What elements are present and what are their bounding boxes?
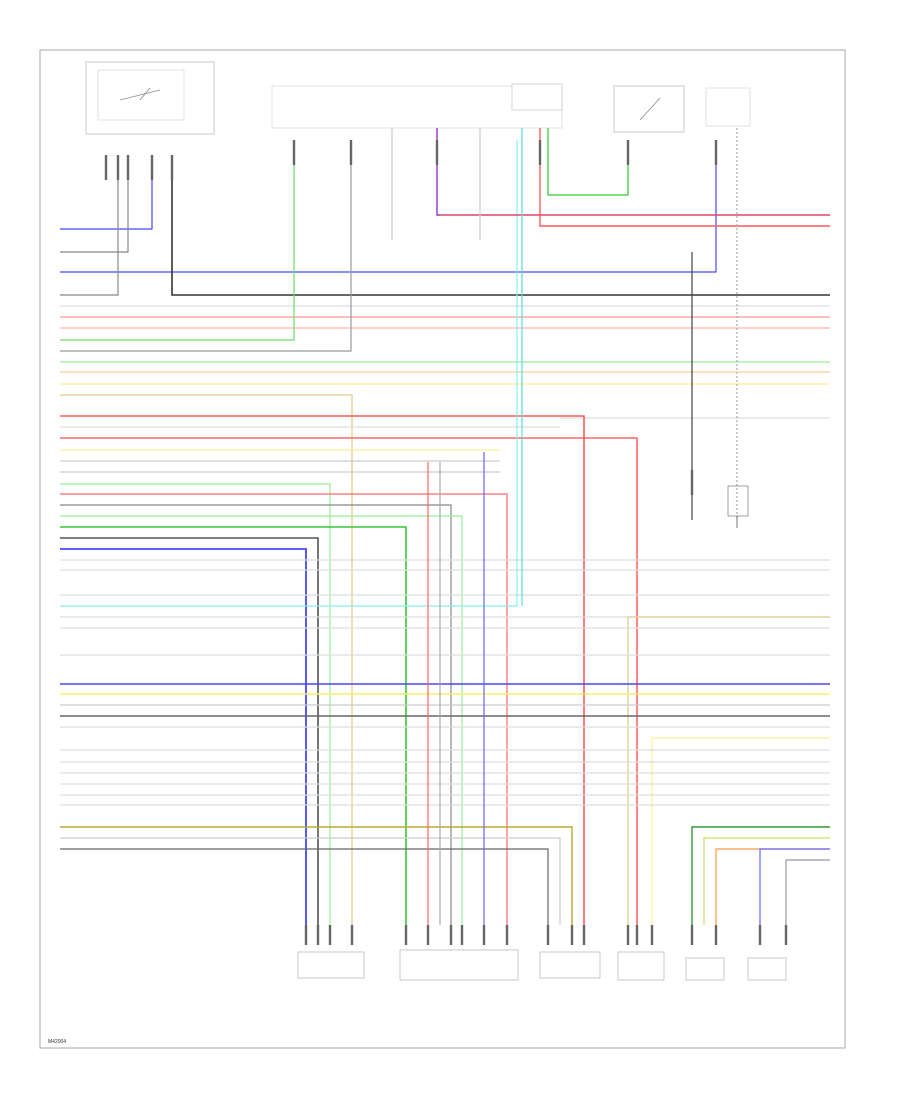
- wire-blue-28: [60, 548, 307, 925]
- wire-yellow-42: [651, 737, 830, 925]
- component-bottom-3: [539, 951, 601, 979]
- horizontal-wires: [60, 140, 830, 925]
- connector-stubs-top: [104, 140, 718, 495]
- component-right-switch: [613, 85, 685, 133]
- wire-blue-3: [60, 140, 717, 273]
- diagram-code: M42004: [48, 1039, 66, 1045]
- wire-black-27: [60, 537, 319, 925]
- wire-olive-34: [627, 616, 830, 925]
- wire-gray-56: [785, 859, 830, 925]
- component-bottom-4: [617, 951, 665, 981]
- wire-yellow-53: [703, 837, 830, 925]
- wire-gray-4: [60, 155, 119, 296]
- wire-red-top-2: [539, 128, 830, 227]
- switch-symbol-left: [119, 87, 161, 101]
- wire-gray-24: [60, 504, 452, 925]
- wire-olive-14: [60, 394, 353, 925]
- wire-gray-10: [60, 140, 352, 352]
- wire-black-51: [60, 848, 549, 925]
- component-bottom-5: [685, 957, 725, 981]
- component-bottom-2: [399, 949, 519, 981]
- wire-red-18: [60, 437, 638, 925]
- wire-green-26: [60, 526, 407, 925]
- component-far-right-box: [705, 87, 751, 127]
- wire-green-top: [547, 128, 629, 196]
- component-left-box: [85, 61, 215, 135]
- wire-cyan-32: [60, 140, 518, 607]
- wire-red-23: [60, 493, 508, 925]
- component-bottom-1: [297, 951, 365, 979]
- connector-stubs: [304, 925, 788, 945]
- bottom-components: [297, 949, 787, 981]
- wire-gray-2: [60, 155, 129, 253]
- wire-dkgreen-52: [691, 826, 830, 925]
- wire-olive-49: [60, 826, 573, 925]
- wire-green-22: [60, 483, 331, 925]
- wire-blue-55: [759, 848, 830, 925]
- component-left-switch: [97, 69, 185, 121]
- wire-purple-top: [436, 128, 830, 216]
- wire-green-9: [60, 140, 295, 341]
- wire-black-5: [171, 155, 830, 296]
- wire-red-16: [60, 415, 585, 925]
- component-module-small: [511, 83, 563, 111]
- component-bottom-6: [747, 957, 787, 981]
- top-components: [85, 61, 751, 135]
- wire-gray-50: [60, 837, 561, 925]
- ground-symbol: [727, 485, 749, 528]
- diagram-border: [39, 49, 846, 1049]
- wire-green-25: [60, 515, 463, 925]
- vertical-wires: [391, 128, 830, 925]
- switch-symbol-right: [639, 97, 661, 121]
